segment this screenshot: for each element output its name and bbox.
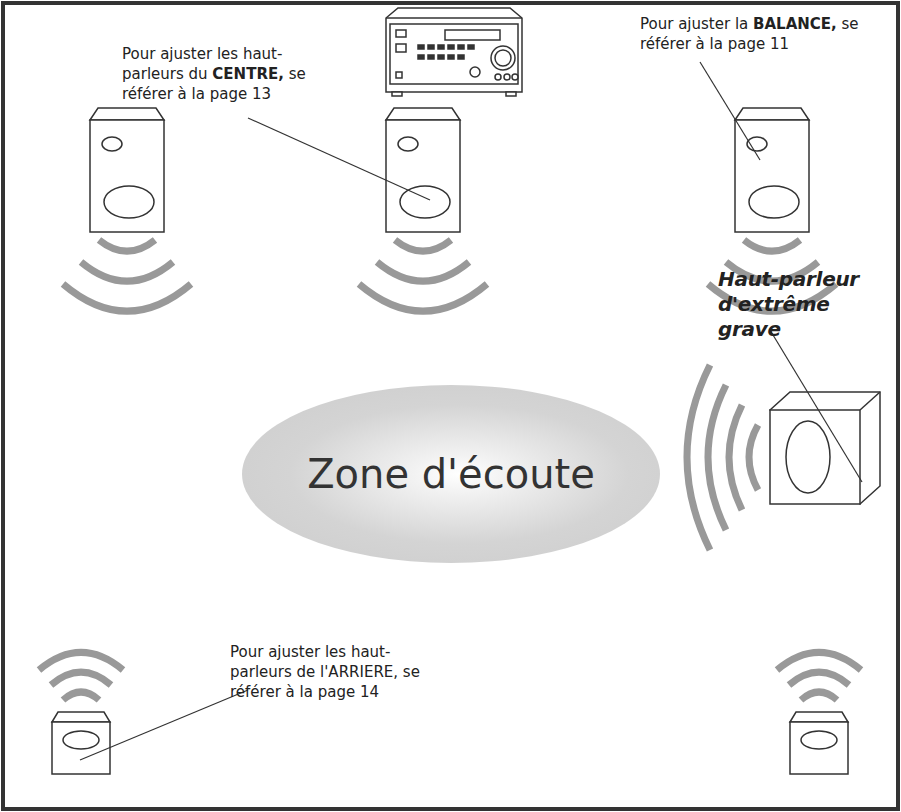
sound-waves — [777, 652, 861, 700]
listening-zone: Zone d'écoute — [242, 385, 660, 563]
front-speaker — [386, 108, 460, 232]
subwoofer — [770, 392, 880, 504]
front-speaker — [735, 108, 809, 232]
sound-waves — [63, 240, 191, 311]
rear-speaker — [52, 712, 110, 774]
rear-speaker — [790, 712, 848, 774]
frame — [3, 3, 898, 809]
front-speaker — [90, 108, 164, 232]
leader-line — [770, 330, 862, 482]
leader-line — [248, 118, 430, 200]
sound-waves — [359, 240, 487, 311]
zone-label: Zone d'écoute — [307, 451, 595, 497]
sound-waves — [687, 365, 758, 550]
leader-line — [80, 690, 248, 760]
receiver — [386, 8, 522, 96]
center-callout: Pour ajuster les haut-parleurs du CENTRE… — [122, 44, 322, 104]
rear-callout: Pour ajuster les haut-parleurs de l'ARRI… — [230, 642, 435, 702]
balance-callout: Pour ajuster la BALANCE, se référer à la… — [640, 14, 890, 54]
leader-line — [700, 62, 760, 160]
subwoofer-label: Haut-parleur d'extrême grave — [718, 267, 878, 342]
sound-waves — [39, 652, 123, 700]
